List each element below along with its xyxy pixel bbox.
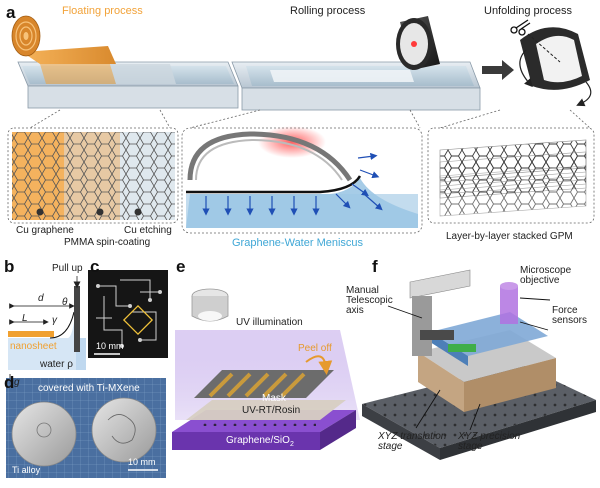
xyz-translation-label: XYZ translation stage bbox=[378, 431, 447, 452]
substrate-subscript: 2 bbox=[289, 441, 294, 448]
cu-graphene-label: Cu graphene bbox=[16, 225, 74, 236]
scissors-icon bbox=[510, 19, 531, 36]
manual-axis-label: Manual Telescopic axis bbox=[346, 285, 393, 316]
substrate-text: Graphene/SiO bbox=[226, 435, 290, 446]
covered-label: covered with Ti-MXene bbox=[38, 383, 140, 394]
uv-lamp-icon bbox=[191, 288, 229, 322]
panel-b-letter: b bbox=[4, 257, 15, 276]
rotate-arrow-icon bbox=[576, 81, 592, 107]
panel-d-photo bbox=[6, 378, 166, 478]
uv-illumination-label: UV illumination bbox=[236, 317, 303, 328]
xyz-precision-label: XYZ precision stage bbox=[458, 431, 521, 452]
inset-meniscus bbox=[181, 126, 423, 234]
rolling-tank bbox=[231, 61, 481, 111]
panel-c-photo bbox=[88, 270, 168, 358]
theta-label: θ bbox=[62, 297, 68, 308]
process-arrow bbox=[482, 60, 514, 80]
panel-b-schematic bbox=[7, 276, 86, 393]
panel-d-letter: d bbox=[4, 373, 15, 392]
panel-c-scale-label: 10 mm bbox=[96, 341, 124, 351]
inset-graphene-transfer bbox=[7, 127, 179, 224]
force-sensors-label: Force sensors bbox=[552, 305, 588, 326]
objective-label: Microscope objective bbox=[520, 265, 572, 286]
panel-a-letter: a bbox=[6, 3, 16, 22]
inset-stacked-gpm bbox=[427, 127, 595, 224]
panel-e-schematic bbox=[172, 288, 360, 450]
rolling-process-label: Rolling process bbox=[290, 5, 366, 17]
floating-process-label: Floating process bbox=[62, 5, 143, 17]
cu-etching-label: Cu etching bbox=[124, 225, 172, 236]
panel-c-letter: c bbox=[90, 257, 100, 276]
floating-tank bbox=[17, 61, 239, 109]
inset-guides bbox=[29, 109, 591, 129]
ti-alloy-label: Ti alloy bbox=[12, 465, 41, 475]
uv-rt-rosin-label: UV-RT/Rosin bbox=[242, 405, 301, 416]
nanosheet-label: nanosheet bbox=[10, 341, 57, 352]
L-label: L bbox=[22, 313, 28, 324]
panel-e-letter: e bbox=[176, 257, 186, 276]
peel-off-label: Peel off bbox=[298, 343, 332, 354]
unfolding-process-label: Unfolding process bbox=[484, 5, 573, 17]
panel-f-apparatus bbox=[362, 269, 596, 460]
gamma-label: γ bbox=[52, 315, 57, 326]
panel-d-scale-label: 10 mm bbox=[128, 457, 156, 467]
d-label: d bbox=[38, 293, 44, 304]
meniscus-label: Graphene-Water Meniscus bbox=[232, 237, 364, 249]
black-roller bbox=[396, 16, 440, 70]
stacked-gpm-label: Layer-by-layer stacked GPM bbox=[446, 231, 573, 242]
pmma-label: PMMA spin-coating bbox=[64, 237, 151, 248]
water-rho-label: water ρ bbox=[40, 359, 73, 370]
panel-f-letter: f bbox=[372, 257, 378, 276]
mask-label: Mask bbox=[262, 393, 286, 404]
substrate-label: Graphene/SiO2 bbox=[226, 435, 294, 449]
pull-up-label: Pull up bbox=[52, 263, 83, 274]
unfolding-roll bbox=[519, 27, 592, 107]
g-label: g bbox=[14, 377, 20, 388]
copper-roll bbox=[11, 15, 116, 64]
